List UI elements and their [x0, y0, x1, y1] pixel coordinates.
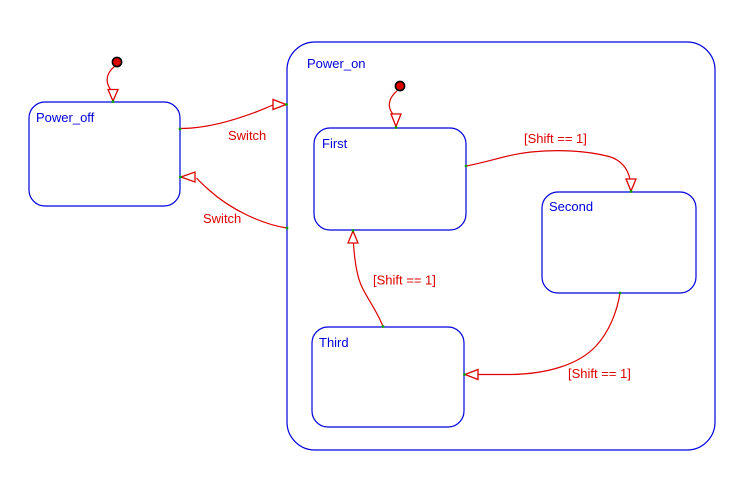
transition-label-shift[interactable]: [Shift == 1]	[524, 131, 587, 146]
transition-first-to-second[interactable]: [Shift == 1]	[464, 131, 637, 193]
attach-tick-icon	[285, 103, 288, 106]
arrowhead-up-icon	[347, 229, 359, 244]
arrowhead-down-icon	[390, 113, 402, 129]
transition-label-shift[interactable]: [Shift == 1]	[568, 366, 631, 381]
state-power-on-border[interactable]	[286, 41, 716, 451]
initial-state-dot-icon[interactable]	[394, 80, 406, 92]
attach-tick-icon	[394, 126, 398, 129]
transition-second-to-third[interactable]: [Shift == 1]	[463, 291, 631, 381]
attach-tick-icon	[381, 325, 385, 328]
state-third-label[interactable]: Third	[319, 335, 349, 350]
state-power-on-label[interactable]: Power_on	[307, 56, 366, 71]
transition-label-switch[interactable]: Switch	[203, 211, 241, 226]
transition-line[interactable]	[352, 243, 384, 327]
state-power-off[interactable]: Power_off	[28, 101, 181, 207]
state-third[interactable]: Third	[311, 326, 465, 428]
transition-line[interactable]	[179, 104, 274, 130]
attach-tick-icon	[629, 190, 633, 193]
attach-tick-icon	[179, 175, 182, 179]
state-first-border[interactable]	[313, 127, 467, 231]
state-second[interactable]: Second	[541, 191, 697, 294]
arrowhead-left-icon	[179, 171, 196, 183]
state-first-label[interactable]: First	[322, 136, 348, 151]
transition-power-off-to-power-on[interactable]: Switch	[178, 98, 288, 144]
transition-line[interactable]	[465, 150, 631, 179]
state-third-border[interactable]	[311, 326, 465, 428]
attach-tick-icon	[351, 229, 355, 232]
transition-label-switch[interactable]: Switch	[228, 128, 266, 143]
arrowhead-left-icon	[463, 368, 479, 381]
state-second-label[interactable]: Second	[549, 199, 593, 214]
attach-tick-icon	[285, 226, 289, 230]
default-transition-first[interactable]	[388, 80, 406, 129]
arrowhead-down-icon	[625, 178, 637, 193]
transition-third-to-first[interactable]: [Shift == 1]	[347, 229, 436, 328]
state-first[interactable]: First	[313, 127, 467, 231]
attach-tick-icon	[178, 127, 182, 131]
attach-tick-icon	[463, 373, 466, 376]
default-transition-first-line[interactable]	[388, 90, 398, 114]
default-transition-power-off-line[interactable]	[106, 66, 115, 90]
transition-power-on-to-power-off[interactable]: Switch	[179, 171, 289, 230]
state-power-off-border[interactable]	[28, 101, 181, 207]
attach-tick-icon	[111, 100, 115, 103]
state-power-off-label[interactable]: Power_off	[36, 110, 95, 125]
default-transition-power-off[interactable]	[106, 56, 123, 103]
arrowhead-right-icon	[272, 98, 288, 111]
arrowhead-down-icon	[107, 88, 119, 103]
state-power-on[interactable]: Power_on	[286, 41, 716, 451]
transition-line[interactable]	[478, 292, 621, 376]
attach-tick-icon	[464, 164, 468, 168]
transition-line[interactable]	[196, 177, 288, 229]
initial-state-dot-icon[interactable]	[111, 56, 123, 68]
attach-tick-icon	[618, 291, 622, 295]
transition-label-shift[interactable]: [Shift == 1]	[373, 273, 436, 288]
